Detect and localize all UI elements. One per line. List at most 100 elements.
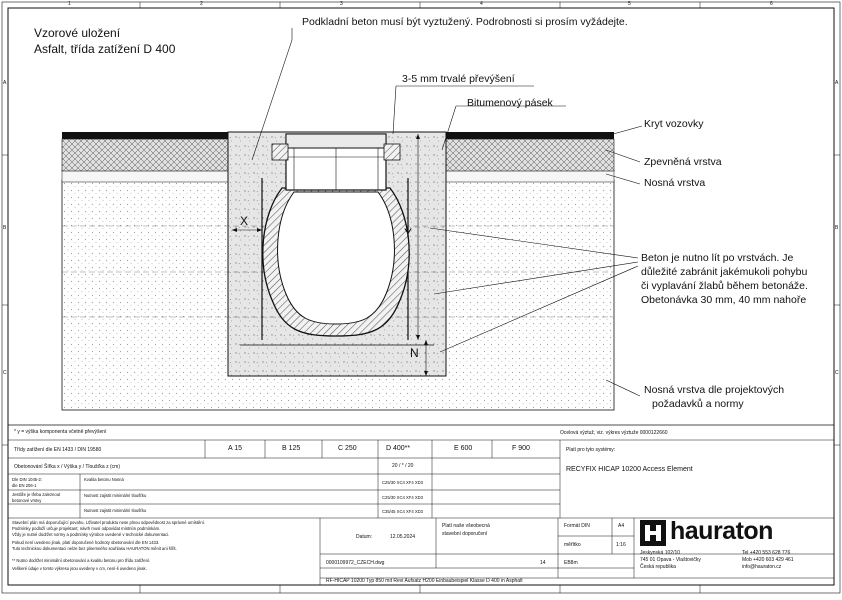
address-line-3: Česká republika [640,564,676,570]
row-letter-a-left: A [3,80,7,86]
label-subbase-line-1: Nosná vrstva dle projektových [644,384,785,396]
leader-subbase [605,379,641,397]
load-class-d400: D 400** [386,445,411,452]
asphalt-surface-left [62,132,228,139]
frame-flange-left [271,143,289,161]
frame-flange-right [383,143,401,161]
address-line-2: 745 01 Opava - Vlaštovičky [640,557,701,563]
dim-n-arrow-bottom [424,371,428,376]
channel-inner-void [277,191,395,325]
dimension-n-label: N [410,346,419,360]
hauraton-logo-mark [640,520,666,546]
row-letter-c-left: C [3,370,7,376]
legal-note-6: ** Nutno dodržet minimální obetonování a… [12,558,151,563]
legal-note-5: Tuto technickou dokumentaci nelze bez pí… [12,546,177,551]
legal-note-3: Vždy je nutné dodržet normy a podmínky v… [12,532,170,537]
concrete-row-c-middle: Nutnost zajistit minimální tloušťku [84,508,147,513]
email: info@hauraton.cz [742,564,782,570]
label-base-layer: Nosná vrstva [644,177,706,189]
label-reinforced-layer: Zpevněná vrstva [644,156,722,168]
dimension-x-label: X [240,214,249,228]
dimension-y-label: Y [404,226,413,240]
concrete-row-a-label-1: Dle DIN 1045-2: [12,477,43,482]
company-logo: hauraton [670,517,773,545]
note-bitumen-strip: Bitumenový pásek [467,97,553,109]
drawing-number: 0000109972_CZECH.dwg [326,560,385,566]
leader-bitumen [441,105,566,151]
col-number-1: 1 [68,1,71,7]
leader-reinforced-layer [605,149,641,163]
asphalt-surface-right [446,132,614,139]
title-block-grid [8,424,834,585]
bottom-title: RF-HICAP 10200 Typ 850 mit Revi Aufsatz … [326,578,523,584]
legal-note-7: Veškeré údaje v tomto výkresu jsou uvede… [12,566,147,571]
sheet-number: 14 [540,560,546,566]
legal-note-4: Pokud není uvedeno jinak, platí doporuče… [12,540,160,545]
date-label: Datum: [356,534,373,540]
scale-value: 1:16 [616,542,626,548]
col-number-3: 3 [340,1,343,7]
address-line-1: Jeskynská 102/10 [640,550,681,556]
leader-concrete-1 [429,227,639,259]
format-value: A4 [618,523,625,529]
label-concrete-line-4: Obetonávka 30 mm, 40 mm nahoře [641,294,807,306]
drawing-title-line-2: Asfalt, třída zatížení D 400 [34,42,176,56]
load-class-c250: C 250 [338,445,357,452]
label-concrete-line-3: či vyplavání žlabů během betonáže. [641,280,808,292]
concrete-row-b-value: C25/30 XC4 XF4 XD3 [382,495,423,500]
load-class-label: Třídy zatížení dle EN 1433 / DIN 19580 [14,447,102,453]
format-label: Formát DIN [564,523,590,529]
sheet-frame-inner [7,7,835,586]
row-letter-b-left: B [3,225,7,231]
leader-surface [605,125,643,137]
concrete-foundation-outline [227,131,447,377]
load-class-e600: E 600 [454,445,473,452]
load-class-b125: B 125 [282,445,301,452]
leader-concrete-3 [439,265,639,353]
concrete-row-a-label-2: dle EN 206-1 [12,483,37,488]
concrete-dims-value: 20 / * / 20 [392,463,414,469]
system-name: RECYFIX HICAP 10200 Access Element [566,466,693,473]
label-concrete-line-1: Beton je nutno lít po vrstvách. Je [641,252,794,264]
row-letter-b-right: B [835,225,839,231]
dim-y-arrow-bottom [416,335,420,340]
scale-label: měřítko [564,542,581,548]
note-reinforced-concrete: Podkladní beton musí být vyztužený. Podr… [302,16,628,28]
concrete-dims-label: Obetonování Šířka x / Výška y / Tloušťka… [14,464,120,470]
drawing-title-line-1: Vzorové uložení [34,26,121,40]
note-elevation: 3-5 mm trvalé převýšení [402,73,515,85]
col-number-4: 4 [480,1,483,7]
mobile: Mob +420 603 429 461 [742,557,794,563]
col-number-5: 5 [628,1,631,7]
dim-x-arrow-right [257,228,262,232]
col-number-6: 6 [770,1,773,7]
concrete-row-c-value: C35/45 XC4 XF4 XD3 [382,509,423,514]
row-letter-a-right: A [835,80,839,86]
legal-note-1: Stavební plán má doporučující povahu. Už… [12,520,205,525]
concrete-row-b-middle: Nutnost zajistit minimální tloušťku [84,493,147,498]
validity-note-2: stavební doporučení [442,531,488,537]
footnote-y: * y = výška komponenta včetně převýšení [14,429,107,435]
row-letter-c-right: C [835,370,839,376]
leader-base-layer [605,173,641,185]
applies-to-label: Platí pro tyto systémy: [566,447,616,453]
load-class-a15: A 15 [228,445,243,452]
label-concrete-line-2: důležité zabránit jakémukoli pohybu [641,266,808,278]
dim-x-arrow-left [232,228,237,232]
col-number-2: 2 [200,1,203,7]
leader-elevation [392,85,534,135]
date-value: 12.05.2024 [390,534,416,540]
grating-top [285,133,387,149]
revision-code: EB8m [564,560,578,566]
concrete-row-b-label-2: betonové vrstvy [12,498,42,503]
phone: Tel +420 553 628 776 [742,550,791,556]
leader-concrete-2 [433,261,639,295]
concrete-row-a-middle: Kvalita betonu Nosná [84,477,124,482]
leader-reinforced-note [251,28,293,161]
concrete-row-b-label-1: Jestliže je třeba zaleznout [12,492,61,497]
legal-note-2: Podmínky podloží určuje projektant; návr… [12,526,161,531]
dim-y-arrow-top [416,134,420,139]
rebar-note: Ocelová výztuž, viz. výkres výztuže 0000… [560,430,668,436]
